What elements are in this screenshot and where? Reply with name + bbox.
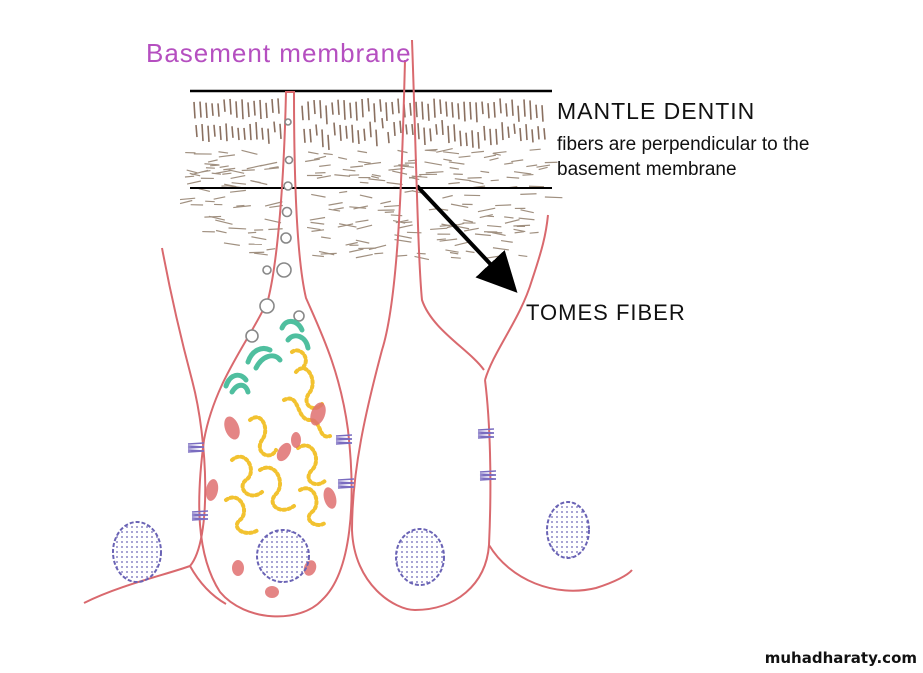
cell-junctions	[187, 428, 497, 521]
tomes-fiber-arrow	[415, 184, 518, 293]
mantle-description-line-2: basement membrane	[557, 159, 737, 180]
right-outer-cell-outline	[488, 544, 633, 592]
mantle-description-line-1: fibers are perpendicular to the	[557, 134, 810, 155]
basement-membrane-label: Basement membrane	[146, 38, 412, 68]
nucleus-main	[256, 529, 310, 583]
tomes-fiber-label: TOMES FIBER	[526, 300, 686, 325]
golgi-apparatus	[224, 348, 332, 535]
left-outer-cell-outline	[83, 247, 207, 604]
nucleus-left	[112, 521, 162, 583]
left-process-outline	[189, 565, 227, 605]
predentin-fibers	[179, 147, 563, 261]
nuclei	[112, 501, 590, 586]
nucleus-middle	[395, 528, 445, 586]
watermark: muhadharaty.com	[764, 649, 917, 667]
mitochondria	[205, 402, 337, 598]
tomes-fiber-process	[411, 39, 485, 371]
mantle-dentin-label: MANTLE DENTIN	[557, 98, 756, 124]
middle-cell-outline	[350, 59, 492, 612]
right-cell-outline	[484, 214, 549, 381]
mantle-dentin-description: fibers are perpendicular to the basement…	[557, 132, 809, 182]
mantle-dentin-fibers	[193, 98, 546, 150]
rough-endoplasmic-reticulum	[223, 319, 311, 395]
nucleus-right	[546, 501, 590, 559]
secretory-vesicles	[245, 118, 305, 343]
